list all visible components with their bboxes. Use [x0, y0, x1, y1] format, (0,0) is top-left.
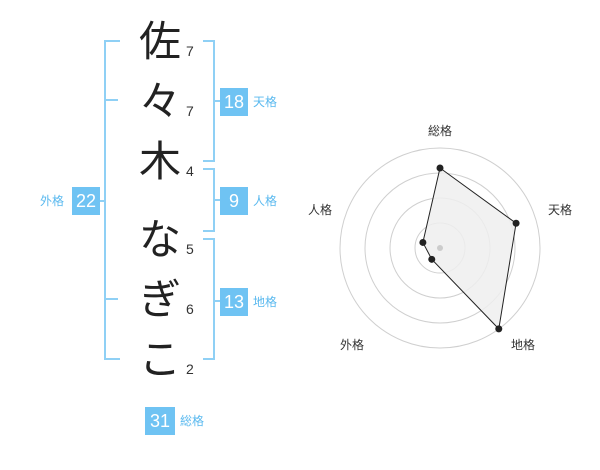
radar-axis-label-jinkaku: 人格: [308, 203, 333, 217]
stroke-count-2: 7: [186, 103, 194, 119]
radar-axis-label-tenkaku: 天格: [548, 203, 573, 217]
stroke-count-4: 5: [186, 241, 194, 257]
radar-ring: [339, 147, 541, 349]
gaikaku-label: 外格: [40, 194, 65, 208]
gaikaku-tick-top: [104, 99, 118, 101]
stroke-count-1: 7: [186, 43, 194, 59]
chikaku-bracket: [203, 238, 215, 360]
name-char-2: 々: [138, 77, 181, 126]
jinkaku-connector: [213, 199, 221, 201]
radar-center-dot: [437, 245, 443, 251]
name-char-6: こ: [138, 335, 181, 384]
radar-chart: [339, 147, 541, 349]
tenkaku-value-badge: 18: [220, 88, 248, 116]
stroke-count-6: 2: [186, 361, 194, 377]
radar-data-polygon: [422, 167, 517, 330]
radar-point-5: [419, 238, 427, 246]
stroke-count-3: 4: [186, 163, 194, 179]
gaikaku-bracket: [104, 40, 120, 360]
name-char-4: な: [138, 215, 181, 264]
radar-axis-label-chikaku: 地格: [511, 338, 536, 352]
radar-point-2: [512, 219, 520, 227]
stroke-count-5: 6: [186, 301, 194, 317]
radar-point-4: [428, 255, 436, 263]
name-char-5: ぎ: [138, 275, 181, 324]
tenkaku-connector: [213, 100, 221, 102]
radar-axis-label-soukaku: 総格: [428, 124, 453, 138]
gaikaku-tick-bottom: [104, 298, 118, 300]
radar-point-3: [495, 325, 503, 333]
soukaku-label: 総格: [180, 414, 205, 428]
chikaku-value-badge: 13: [220, 288, 248, 316]
name-char-1: 佐: [138, 17, 181, 66]
chikaku-label: 地格: [253, 295, 278, 309]
tenkaku-label: 天格: [253, 95, 278, 109]
jinkaku-label: 人格: [253, 194, 278, 208]
gaikaku-connector: [98, 200, 106, 202]
radar-point-1: [436, 164, 444, 172]
soukaku-value-badge: 31: [145, 407, 175, 435]
gaikaku-value-badge: 22: [72, 187, 100, 215]
radar-axis-label-gaikaku: 外格: [340, 338, 365, 352]
chikaku-connector: [213, 300, 221, 302]
jinkaku-value-badge: 9: [220, 187, 248, 215]
name-char-3: 木: [138, 137, 181, 186]
